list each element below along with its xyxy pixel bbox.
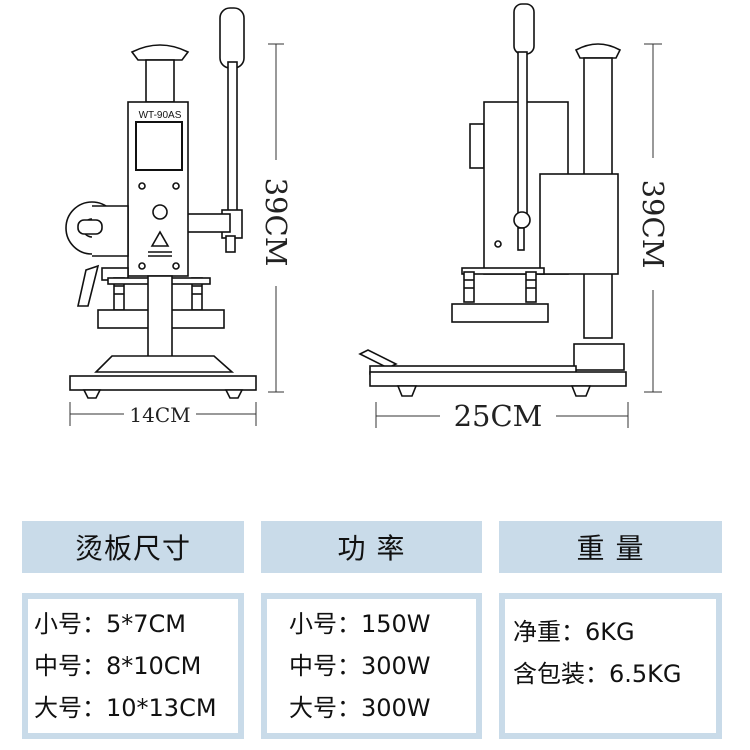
power-medium: 中号：300W [289,652,431,680]
header-power: 功 率 [261,521,482,573]
power-large: 大号：300W [289,694,431,722]
front-height-label: 39CM [259,178,293,267]
hazard-icon [150,230,170,247]
model-label: WT-90AS [139,110,182,121]
weight-box: 净重：6KG 含包装：6.5KG [499,593,722,739]
side-height-label: 39CM [636,180,670,269]
power-small: 小号：150W [289,610,431,638]
plate-size-large: 大号：10*13CM [34,694,217,722]
plate-size-medium: 中号：8*10CM [34,652,202,680]
side-view [358,3,627,397]
front-width-label: 14CM [129,403,190,427]
header-weight: 重 量 [499,521,722,573]
plate-size-box: 小号：5*7CM 中号：8*10CM 大号：10*13CM [22,593,244,739]
power-box: 小号：150W 中号：300W 大号：300W [261,593,482,739]
side-width-label: 25CM [454,399,543,433]
warning-icon [152,204,168,220]
header-plate-size: 烫板尺寸 [22,521,244,573]
plate-size-small: 小号：5*7CM [34,610,187,638]
front-view: WT-90AS [65,7,257,399]
machine-drawing: WT-90AS [65,3,670,433]
weight-net: 净重：6KG [513,618,635,646]
weight-gross: 含包装：6.5KG [513,660,682,688]
